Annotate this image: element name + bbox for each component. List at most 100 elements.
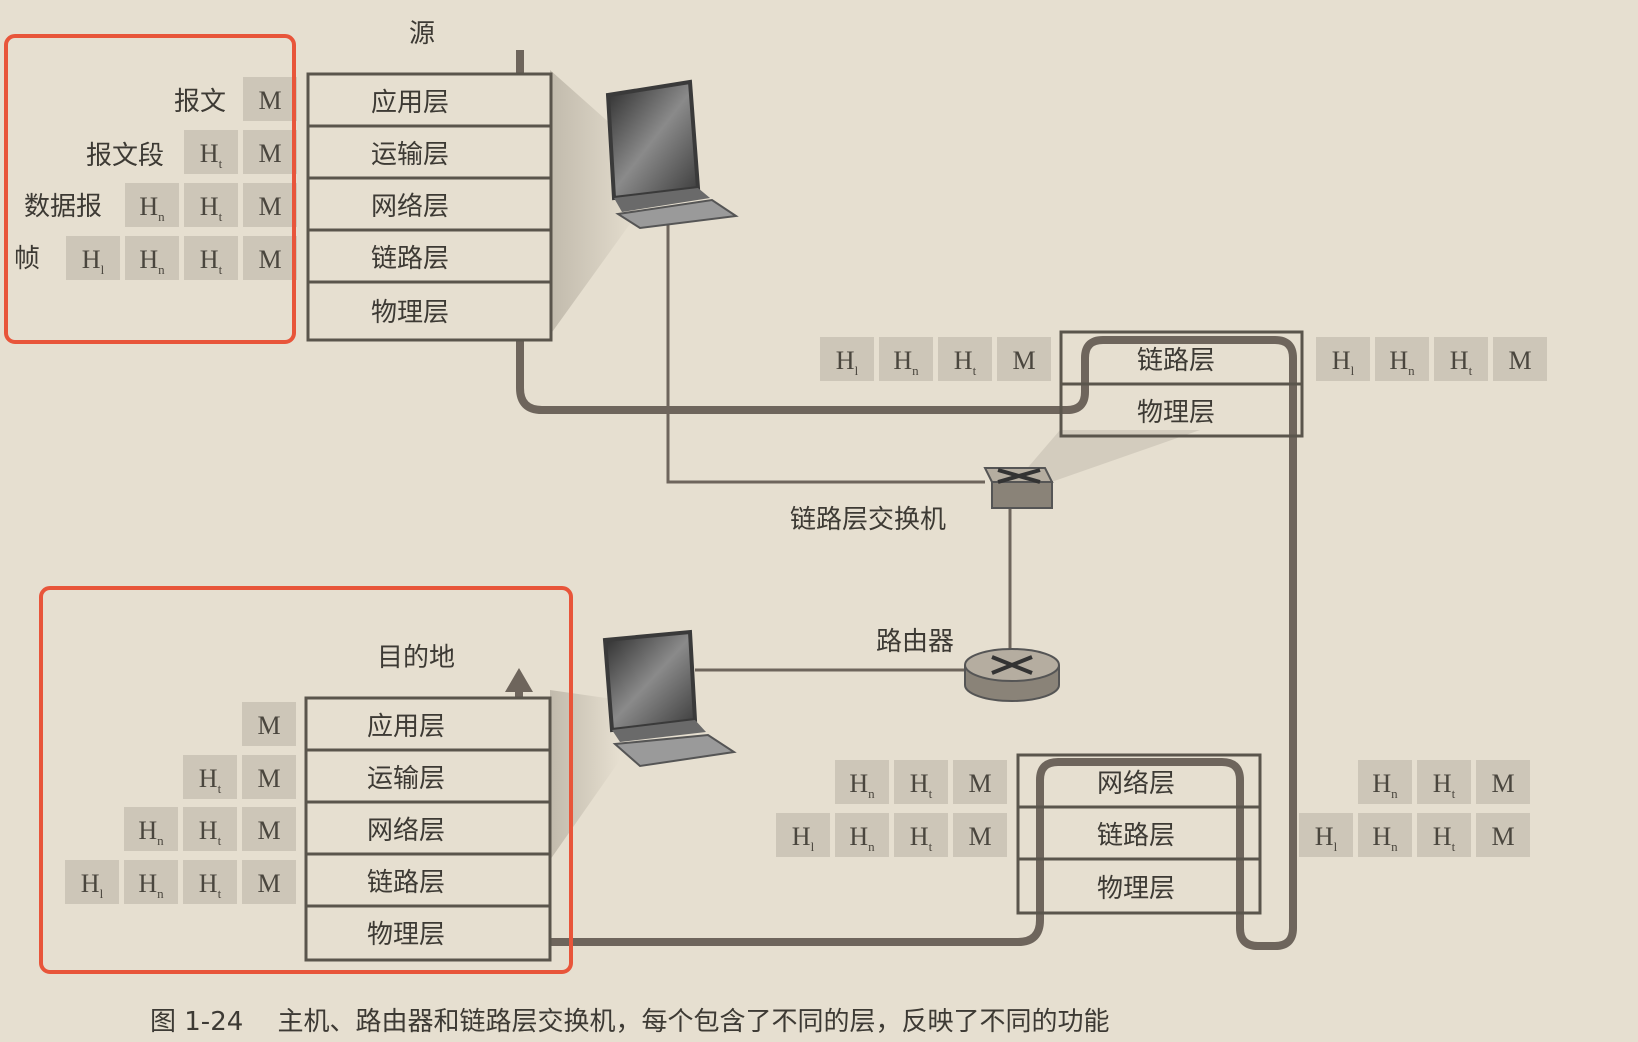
svg-text:M: M — [258, 86, 281, 115]
svg-text:Ht: Ht — [200, 192, 223, 224]
svg-text:Hl: Hl — [1315, 822, 1338, 854]
message-box: M — [242, 860, 296, 904]
src-layer-2 — [306, 176, 553, 232]
dst-layer-label-4: 物理层 — [367, 920, 445, 950]
svg-text:Ht: Ht — [1450, 346, 1473, 378]
switch-layer-label-0: 链路层 — [1137, 346, 1215, 376]
src-layer-label-0: 应用层 — [371, 88, 449, 118]
svg-text:Ht: Ht — [199, 869, 222, 901]
dst-layer-label-3: 链路层 — [367, 868, 445, 898]
header-box-t: Ht — [183, 860, 237, 904]
dst-layer-0 — [304, 696, 552, 752]
svg-text:Ht: Ht — [1433, 822, 1456, 854]
switch-layer-1 — [1059, 382, 1304, 438]
pdu-label-segment: 报文段 — [86, 141, 164, 171]
svg-text:Hl: Hl — [82, 245, 105, 277]
data-flow-path — [515, 50, 1297, 950]
svg-text:M: M — [1508, 346, 1531, 375]
svg-text:Ht: Ht — [910, 822, 933, 854]
svg-text:M: M — [257, 711, 280, 740]
switch-layer-label-1: 物理层 — [1137, 398, 1215, 428]
message-box: M — [953, 813, 1007, 857]
svg-text:Ht: Ht — [199, 764, 222, 796]
svg-text:Ht: Ht — [200, 139, 223, 171]
message-box: M — [1476, 813, 1530, 857]
src-layer-label-2: 网络层 — [371, 192, 449, 222]
svg-text:M: M — [1012, 346, 1035, 375]
header-box-l: Hl — [66, 236, 120, 280]
message-box: M — [243, 77, 297, 121]
dst-layer-label-2: 网络层 — [367, 816, 445, 846]
router-layer-label-2: 物理层 — [1097, 874, 1175, 904]
switch-stack: 链路层 物理层 — [1059, 330, 1304, 438]
src-layer-label-1: 运输层 — [371, 140, 449, 170]
source-computer-icon — [605, 79, 739, 230]
svg-text:M: M — [257, 764, 280, 793]
svg-text:M: M — [968, 769, 991, 798]
svg-text:Ht: Ht — [199, 816, 222, 848]
header-box-l: Hl — [1299, 813, 1353, 857]
router-layer-2 — [1016, 857, 1262, 915]
svg-text:Hl: Hl — [836, 346, 859, 378]
header-box-n: Hn — [124, 860, 178, 904]
dst-layer-1 — [304, 748, 552, 804]
dst-layer-label-1: 运输层 — [367, 764, 445, 794]
svg-text:M: M — [1491, 822, 1514, 851]
svg-text:Ht: Ht — [200, 245, 223, 277]
header-box-n: Hn — [1375, 337, 1429, 381]
svg-text:Ht: Ht — [954, 346, 977, 378]
message-box: M — [243, 183, 297, 227]
source-label: 源 — [409, 19, 435, 49]
source-highlight-box — [4, 34, 296, 344]
destination-highlight-box — [39, 586, 573, 974]
header-box-t: Ht — [894, 813, 948, 857]
dst-layer-label-0: 应用层 — [367, 712, 445, 742]
header-box-n: Hn — [125, 183, 179, 227]
header-box-l: Hl — [776, 813, 830, 857]
dst-layer-4 — [304, 904, 552, 962]
router-icon — [964, 648, 1060, 702]
destination-stack: 应用层 运输层 网络层 链路层 物理层 目的地 — [304, 643, 552, 962]
svg-text:M: M — [258, 245, 281, 274]
message-box: M — [997, 337, 1051, 381]
dest-shadow — [550, 690, 620, 860]
header-box-n: Hn — [1358, 760, 1412, 804]
message-box: M — [242, 702, 296, 746]
header-box-n: Hn — [125, 236, 179, 280]
message-box: M — [242, 807, 296, 851]
dst-layer-2 — [304, 800, 552, 856]
destination-arrow-head — [505, 668, 533, 692]
src-layer-0 — [306, 72, 553, 128]
src-layer-4 — [306, 280, 553, 342]
svg-text:Ht: Ht — [1433, 769, 1456, 801]
svg-text:M: M — [257, 816, 280, 845]
header-box-n: Hn — [879, 337, 933, 381]
header-box-l: Hl — [1316, 337, 1370, 381]
svg-text:Hl: Hl — [1332, 346, 1355, 378]
header-box-t: Ht — [1434, 337, 1488, 381]
header-box-t: Ht — [894, 760, 948, 804]
header-box-t: Ht — [938, 337, 992, 381]
router-layer-label-0: 网络层 — [1097, 769, 1175, 799]
header-box-t: Ht — [183, 755, 237, 799]
header-box-n: Hn — [124, 807, 178, 851]
src-layer-label-3: 链路层 — [371, 244, 449, 274]
message-box: M — [953, 760, 1007, 804]
svg-text:M: M — [258, 139, 281, 168]
link-switch-icon — [983, 467, 1054, 509]
svg-text:Ht: Ht — [910, 769, 933, 801]
svg-text:M: M — [968, 822, 991, 851]
router-layer-label-1: 链路层 — [1097, 821, 1175, 851]
switch-label: 链路层交换机 — [790, 505, 946, 535]
header-box-t: Ht — [184, 236, 238, 280]
header-box-n: Hn — [835, 813, 889, 857]
header-box-n: Hn — [835, 760, 889, 804]
header-box-l: Hl — [820, 337, 874, 381]
figure-caption: 图 1-24 主机、路由器和链路层交换机，每个包含了不同的层，反映了不同的功能 — [150, 1007, 1110, 1037]
router-stack: 网络层 链路层 物理层 — [1016, 753, 1262, 915]
svg-text:M: M — [1491, 769, 1514, 798]
header-box-t: Ht — [183, 807, 237, 851]
header-box-n: Hn — [1358, 813, 1412, 857]
